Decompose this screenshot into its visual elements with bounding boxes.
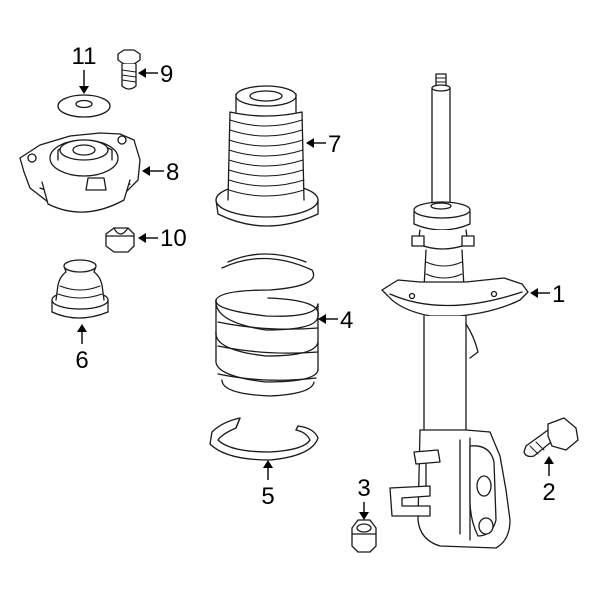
- washer-part: [57, 94, 111, 118]
- callout-7-label: 7: [328, 131, 341, 158]
- callout-11: 11: [72, 43, 97, 94]
- callout-6-arrowhead: [77, 324, 87, 332]
- strut-mount-part: [19, 132, 141, 213]
- callout-4-arrowhead: [318, 314, 326, 324]
- bolt-part-2: [523, 417, 579, 458]
- callout-2-label: 2: [542, 479, 555, 506]
- callout-3-arrowhead: [359, 512, 369, 520]
- callout-9-arrowhead: [138, 68, 146, 78]
- callout-1-label: 1: [552, 281, 565, 308]
- nut-part-3: [351, 519, 377, 553]
- callout-7-arrowhead: [306, 138, 314, 148]
- callout-10-arrowhead: [138, 233, 146, 243]
- callout-1-arrowhead: [530, 288, 538, 298]
- callout-9-label: 9: [160, 61, 173, 88]
- dust-boot-part: [215, 85, 319, 227]
- callout-6-label: 6: [75, 347, 88, 374]
- bolt-part-9: [117, 49, 141, 90]
- callout-5: 5: [261, 460, 275, 510]
- callout-6: 6: [75, 324, 89, 374]
- nut-part-10: [105, 227, 135, 253]
- callout-9: 9: [138, 61, 173, 88]
- callout-8-label: 8: [166, 159, 179, 186]
- callout-4-label: 4: [340, 307, 353, 334]
- callout-11-label: 11: [72, 43, 97, 70]
- callout-5-label: 5: [261, 483, 274, 510]
- strut-assembly-part: [381, 73, 529, 549]
- coil-spring-part: [215, 253, 319, 397]
- callout-1: 1: [530, 281, 565, 308]
- callout-3: 3: [357, 475, 371, 520]
- callout-11-arrowhead: [79, 86, 89, 94]
- callout-8: 8: [142, 159, 179, 186]
- callout-10-label: 10: [160, 225, 187, 252]
- callout-7: 7: [306, 131, 341, 158]
- callout-5-arrowhead: [263, 460, 273, 468]
- callout-4: 4: [318, 307, 353, 334]
- spring-seat-part: [209, 417, 319, 461]
- callout-10: 10: [138, 225, 187, 252]
- bump-stop-part: [51, 259, 109, 319]
- callout-2-arrowhead: [544, 456, 554, 464]
- callout-3-label: 3: [357, 475, 370, 502]
- callout-8-arrowhead: [142, 166, 150, 176]
- callout-2: 2: [542, 456, 556, 506]
